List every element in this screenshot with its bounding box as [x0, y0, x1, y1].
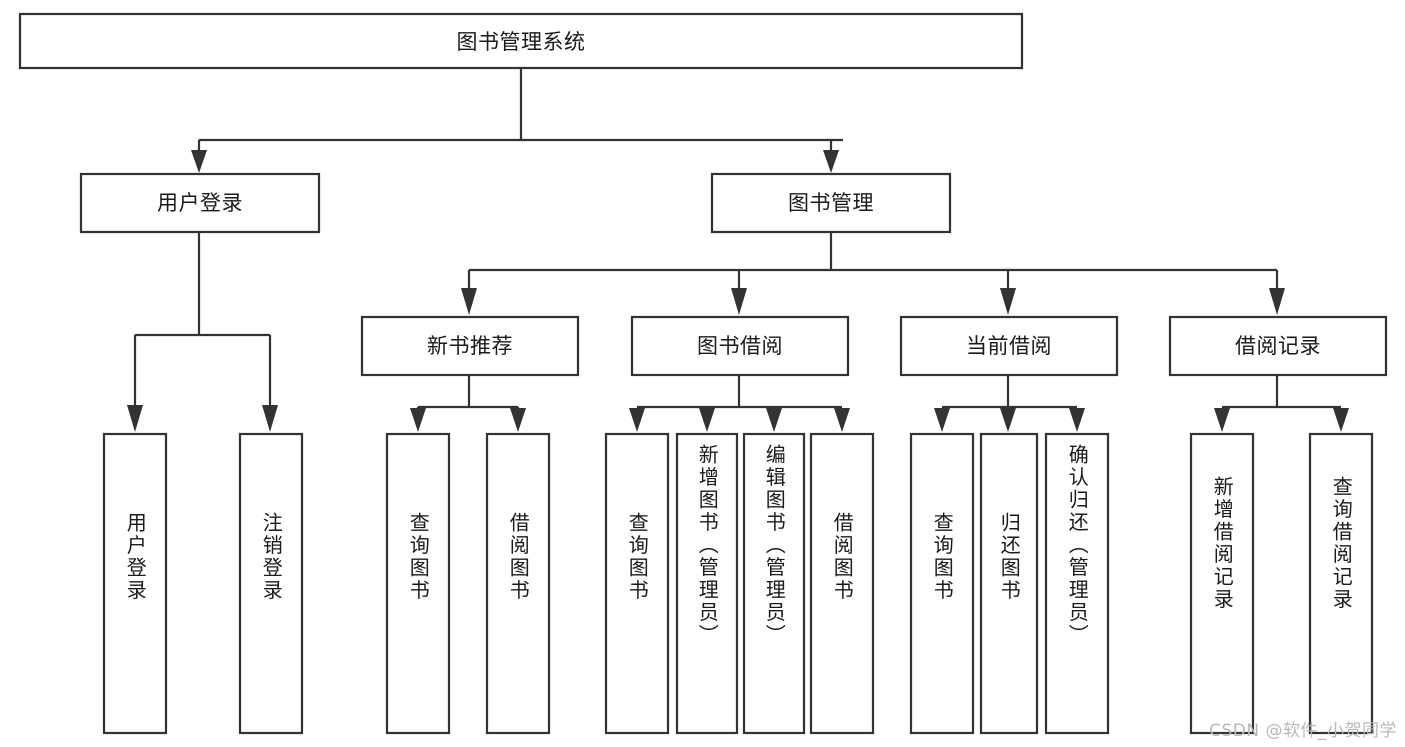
- node-borrow-records-label: 借阅记录: [1235, 334, 1321, 358]
- leaf-box-cb-3[interactable]: [1044, 432, 1110, 735]
- node-book-borrow[interactable]: 图书借阅: [630, 315, 850, 377]
- arrow-head-leaf-bb-1: [629, 408, 645, 432]
- node-book-management-label: 图书管理: [788, 191, 874, 215]
- node-borrow-records-box[interactable]: [1168, 315, 1388, 377]
- node-user-login-label: 用户登录: [157, 191, 243, 215]
- node-user-login[interactable]: 用户登录: [79, 172, 321, 234]
- node-borrow-records[interactable]: 借阅记录: [1168, 315, 1388, 377]
- arrow-head-leaf-cb-3: [1069, 408, 1085, 432]
- connector-group-new-book-recommend: [410, 375, 526, 432]
- leaf-box-user-login-2[interactable]: [238, 432, 304, 735]
- node-root-system[interactable]: 图书管理系统: [18, 12, 1024, 70]
- arrow-head-user-login: [191, 150, 207, 173]
- connector-group-current-borrow: [934, 375, 1085, 432]
- node-book-management-box[interactable]: [710, 172, 952, 234]
- csdn-watermark: CSDN @软件_小贺同学: [1209, 721, 1397, 741]
- node-book-borrow-label: 图书借阅: [697, 334, 783, 358]
- arrow-head-current-borrow: [1000, 288, 1016, 315]
- leaf-box-user-login-1[interactable]: [102, 432, 168, 735]
- arrow-head-new-book-recommend: [461, 288, 477, 315]
- connector-group-borrow-records: [1214, 375, 1349, 432]
- arrow-head-leaf-user-login-1: [127, 405, 143, 432]
- node-new-book-recommend[interactable]: 新书推荐: [360, 315, 580, 377]
- arrow-head-leaf-cb-1: [934, 408, 950, 432]
- node-new-book-recommend-box[interactable]: [360, 315, 580, 377]
- leaf-box-cb-2[interactable]: [979, 432, 1039, 735]
- arrow-head-leaf-nbr-1: [410, 408, 426, 432]
- leaf-box-bb-3[interactable]: [742, 432, 806, 735]
- connector-group-user-login: [127, 232, 278, 432]
- leaf-box-bb-2[interactable]: [675, 432, 739, 735]
- node-root-system-box[interactable]: [18, 12, 1024, 70]
- leaf-box-nbr-2[interactable]: [485, 432, 551, 735]
- node-current-borrow-label: 当前借阅: [966, 334, 1052, 358]
- connector-group-book-mgmt: [461, 232, 1285, 315]
- leaf-box-bb-4[interactable]: [809, 432, 875, 735]
- connector-group-book-borrow: [629, 375, 850, 432]
- node-root-system-label: 图书管理系统: [457, 30, 586, 54]
- leaf-box-br-1[interactable]: [1189, 432, 1255, 735]
- arrow-head-book-mgmt: [823, 150, 839, 173]
- arrow-head-book-borrow: [731, 288, 747, 315]
- arrow-head-leaf-br-1: [1214, 408, 1230, 432]
- node-current-borrow-box[interactable]: [899, 315, 1119, 377]
- arrow-head-leaf-bb-2: [699, 408, 715, 432]
- leaf-box-nbr-1[interactable]: [385, 432, 451, 735]
- arrow-head-borrow-records: [1269, 288, 1285, 315]
- connector-group-root: [191, 68, 843, 173]
- node-current-borrow[interactable]: 当前借阅: [899, 315, 1119, 377]
- node-user-login-box[interactable]: [79, 172, 321, 234]
- leaf-box-bb-1[interactable]: [604, 432, 670, 735]
- arrow-head-leaf-cb-2: [1000, 408, 1016, 432]
- node-book-management[interactable]: 图书管理: [710, 172, 952, 234]
- arrow-head-leaf-user-login-2: [262, 405, 278, 432]
- leaf-box-br-2[interactable]: [1308, 432, 1374, 735]
- node-new-book-recommend-label: 新书推荐: [427, 334, 513, 358]
- arrow-head-leaf-bb-4: [834, 408, 850, 432]
- node-book-borrow-box[interactable]: [630, 315, 850, 377]
- arrow-head-leaf-br-2: [1333, 408, 1349, 432]
- arrow-head-leaf-nbr-2: [510, 408, 526, 432]
- arrow-head-leaf-bb-3: [766, 408, 782, 432]
- leaf-box-cb-1[interactable]: [909, 432, 975, 735]
